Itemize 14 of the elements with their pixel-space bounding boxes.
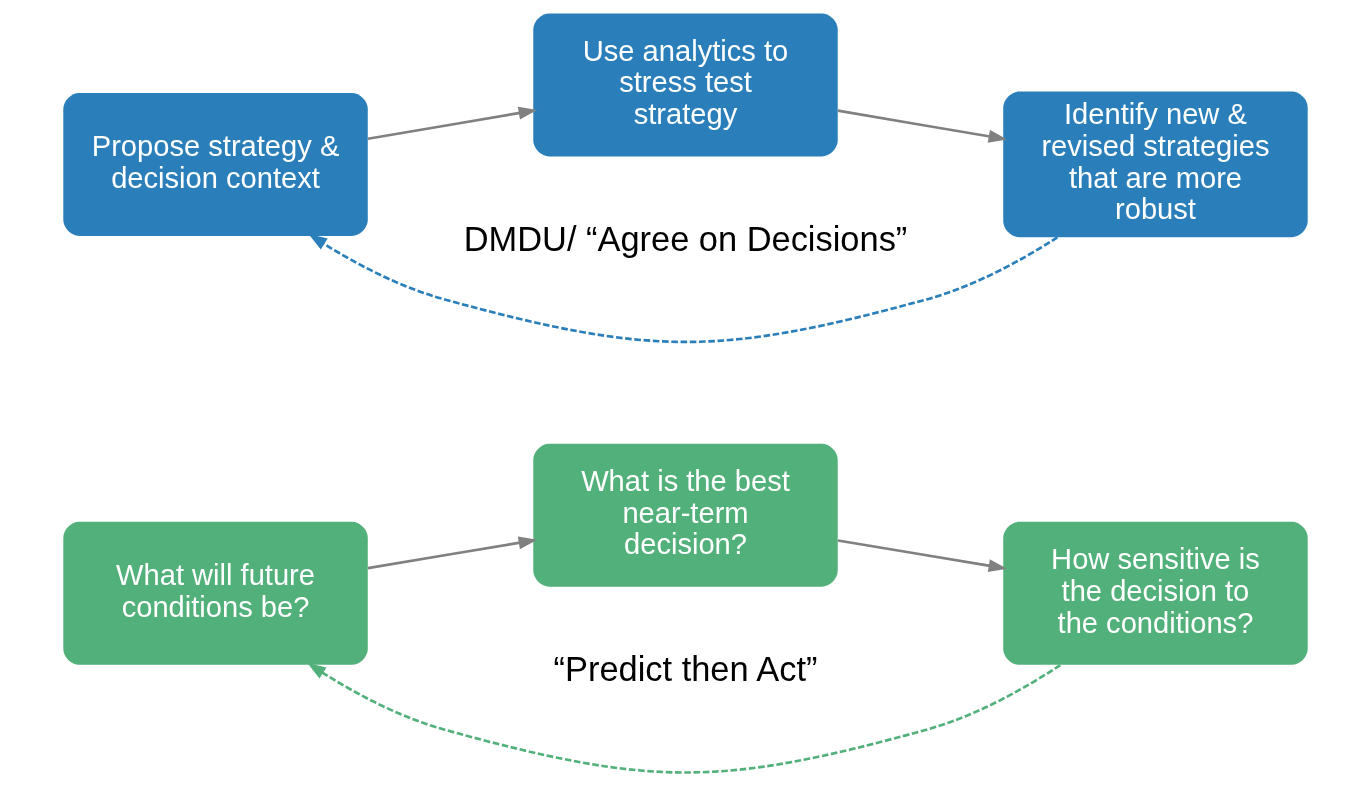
arrow <box>308 234 1059 344</box>
arrow <box>367 536 538 570</box>
label: DMDU/ “Agree on Decisions” <box>463 219 908 258</box>
node-box: How sensitive is the decision to the conditions? <box>1003 521 1308 665</box>
arrow <box>307 663 1061 774</box>
label: “Predict then Act” <box>553 650 818 689</box>
node-box: What will future conditions be? <box>63 521 368 665</box>
node-box: Use analytics to stress test strategy <box>533 13 838 157</box>
arrow <box>837 539 1008 573</box>
node-box: Identify new & revised strategies that are more robust <box>1003 91 1308 238</box>
node-box: Propose strategy & decision context <box>63 92 368 236</box>
node-box: What is the best near-term decision? <box>533 443 838 587</box>
arrow <box>837 109 1008 143</box>
arrow <box>367 106 538 141</box>
